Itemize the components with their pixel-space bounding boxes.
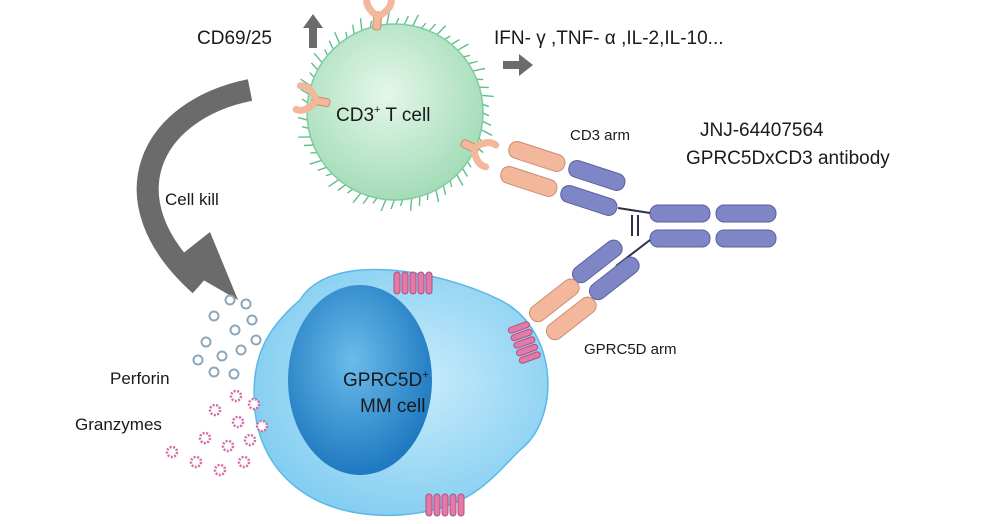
perforin-particle [192, 354, 204, 366]
tcell-receptor-left [292, 82, 331, 114]
perforin-particle [246, 314, 258, 326]
label-tcell-tail: T cell [380, 105, 430, 126]
perforin-particle [240, 298, 252, 310]
granzyme-particle [208, 403, 222, 417]
granzyme-particle [237, 455, 251, 469]
label-perforin: Perforin [110, 369, 170, 388]
perforin-particle [228, 368, 240, 380]
label-cd69-25: CD69/25 [197, 28, 272, 49]
granzyme-particle [247, 397, 261, 411]
label-antibody-desc: GPRC5DxCD3 antibody [686, 148, 890, 169]
label-gprc5d-arm: GPRC5D arm [584, 341, 677, 358]
label-tcell-main: CD3 [336, 105, 374, 126]
gprc5d-receptor-bottom [425, 493, 465, 517]
label-cytokines: IFN- γ ,TNF- α ,IL-2,IL-10... [494, 28, 724, 49]
perforin-particle [250, 334, 262, 346]
antibody-gprc5d-arm [528, 239, 640, 341]
bispecific-antibody [500, 141, 777, 341]
label-mm-line1-sup: + [422, 369, 428, 381]
perforin-particle [216, 350, 228, 362]
perforin-particle [208, 366, 220, 378]
granzyme-particle [221, 439, 235, 453]
gprc5d-receptor-right [507, 321, 541, 364]
label-antibody-name: JNJ-64407564 [700, 120, 824, 141]
tcell-receptor-top [363, 0, 395, 31]
granzyme-particle [213, 463, 227, 477]
mm-cell-nucleus [288, 285, 432, 475]
granzyme-particle [165, 445, 179, 459]
perforin-particle [229, 324, 241, 336]
label-granzymes: Granzymes [75, 415, 162, 434]
secretion-arrow-icon [503, 54, 533, 76]
granzyme-particle [243, 433, 257, 447]
granzyme-particle [189, 455, 203, 469]
granzyme-particle [229, 389, 243, 403]
granzyme-particle [231, 415, 245, 429]
antibody-fc-region [649, 204, 777, 248]
antibody-cd3-arm [500, 141, 626, 216]
tcell-receptor-right [460, 139, 500, 171]
label-cell-kill: Cell kill [165, 190, 219, 209]
granzyme-particle [255, 419, 269, 433]
granzyme-particles [165, 389, 269, 477]
perforin-particle [200, 336, 212, 348]
perforin-particle [235, 344, 247, 356]
label-mm-line1: GPRC5D+ [343, 369, 429, 391]
perforin-particle [224, 294, 236, 306]
upregulation-arrow-icon [303, 14, 323, 48]
label-tcell: CD3+ T cell [336, 104, 430, 126]
label-mm-line2: MM cell [360, 396, 425, 417]
perforin-particle [208, 310, 220, 322]
label-tcell-sup: + [374, 104, 380, 116]
cell-kill-arrow [136, 79, 253, 300]
perforin-particles [192, 294, 262, 380]
label-cd3-arm: CD3 arm [570, 127, 630, 144]
granzyme-particle [198, 431, 212, 445]
gprc5d-receptor-top [393, 271, 433, 295]
label-mm-line1-main: GPRC5D [343, 370, 422, 391]
